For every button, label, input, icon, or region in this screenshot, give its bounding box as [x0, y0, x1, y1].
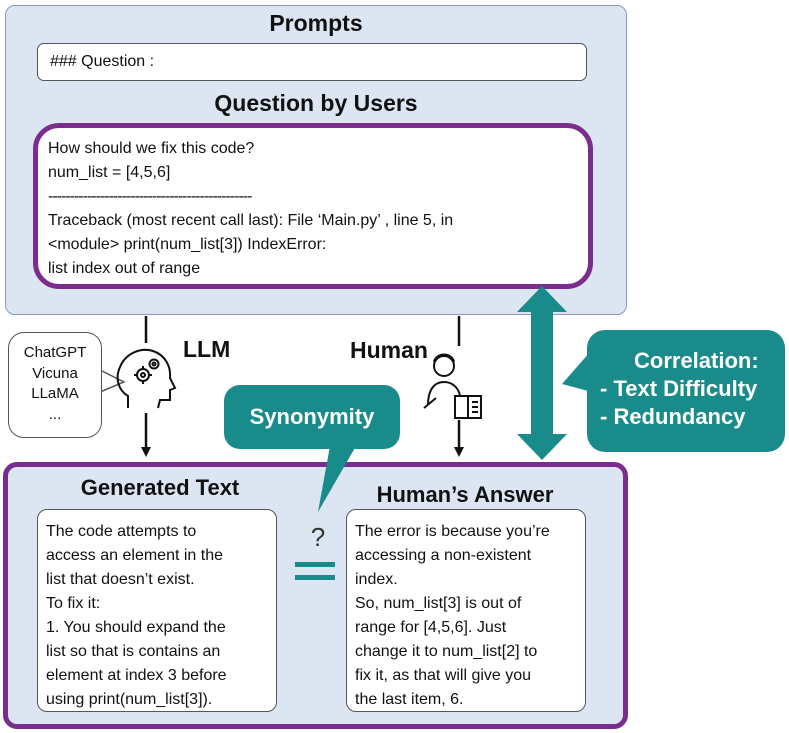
synonymity-callout-tail [318, 446, 356, 512]
model-name: ChatGPT [23, 344, 87, 361]
human-answer-line: fix it, as that will give you [355, 667, 532, 684]
generated-line: list so that is contains an [46, 643, 221, 660]
prompts-title: Prompts [269, 10, 363, 36]
question-line: Traceback (most recent call last): File … [48, 212, 454, 229]
human-answer-line: index. [355, 571, 398, 588]
model-name: LLaMA [31, 385, 79, 402]
model-name: ... [48, 405, 62, 423]
correlation-item: - Redundancy [600, 404, 746, 429]
generated-line: using print(num_list[3]). [46, 691, 213, 708]
human-answer-line: the last item, 6. [355, 691, 464, 708]
synonymity-callout: Synonymity [224, 385, 400, 449]
generated-line: To fix it: [46, 595, 101, 612]
human-answer-line: So, num_list[3] is out of [355, 595, 522, 612]
generated-line: 1. You should expand the [46, 619, 226, 636]
correlation-double-arrow [517, 286, 567, 460]
generated-text-box: The code attempts to access an element i… [37, 509, 277, 712]
user-question-box: How should we fix this code? num_list = … [33, 123, 593, 289]
llm-models-bubble: ChatGPT Vicuna LLaMA ... [8, 332, 102, 438]
llm-head-gear-icon [116, 348, 177, 409]
question-line: num_list = [4,5,6] [48, 164, 171, 181]
generated-line: list that doesn’t exist. [46, 571, 195, 588]
generated-text-title: Generated Text [80, 475, 240, 500]
human-answer-line: accessing a non-existent [355, 547, 532, 564]
human-label: Human [350, 337, 428, 363]
human-answer-line: range for [4,5,6]. Just [355, 619, 507, 636]
question-mark: ? [310, 522, 326, 552]
question-separator: ----------------------------------------… [48, 188, 252, 205]
correlation-item: - Text Difficulty [600, 376, 758, 401]
human-answer-box: The error is because you’re accessing a … [346, 509, 586, 712]
model-bubble-tail [99, 369, 126, 393]
human-answer-line: The error is because you’re [355, 523, 550, 540]
human-answer-line: change it to num_list[2] to [355, 643, 538, 660]
generated-line: access an element in the [46, 547, 223, 564]
generated-line: The code attempts to [46, 523, 197, 540]
question-line: How should we fix this code? [48, 140, 255, 157]
question-line: list index out of range [48, 260, 201, 277]
correlation-callout-tail [562, 352, 592, 392]
human-reader-icon [423, 353, 482, 419]
generated-line: element at index 3 before [46, 667, 227, 684]
human-answer-title: Human’s Answer [376, 482, 554, 507]
model-name: Vicuna [32, 364, 78, 382]
equal-sign-bar-bottom [295, 575, 335, 580]
llm-label: LLM [183, 336, 231, 362]
question-line: <module> print(num_list[3]) IndexError: [48, 236, 327, 253]
equal-sign-bar-top [295, 562, 335, 567]
correlation-title: Correlation: [634, 348, 759, 373]
prompt-text-box: ### Question : [37, 43, 587, 81]
correlation-callout: Correlation: - Text Difficulty - Redunda… [587, 330, 785, 452]
question-title: Question by Users [214, 90, 418, 116]
